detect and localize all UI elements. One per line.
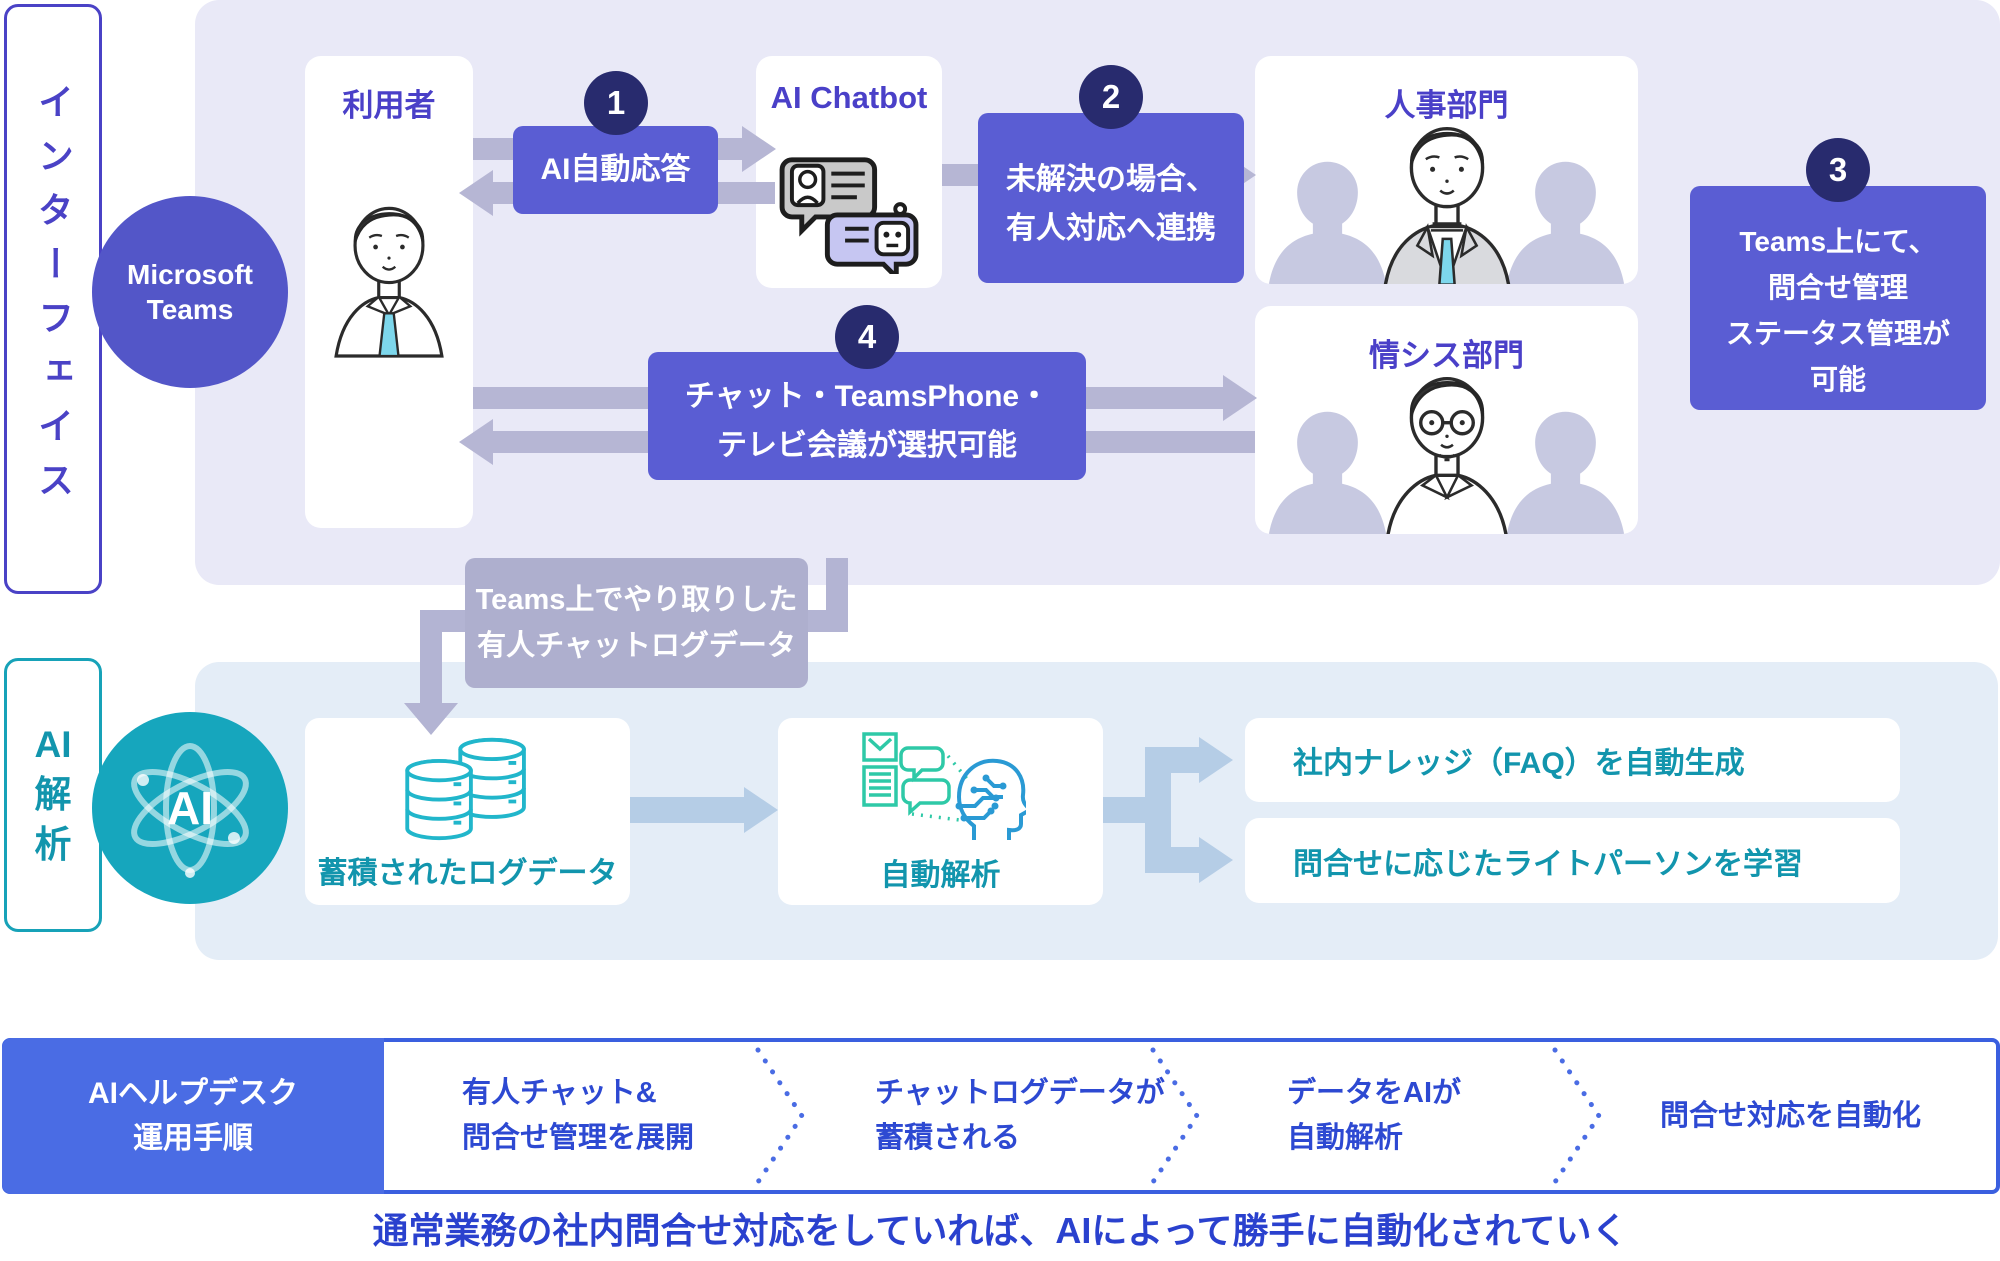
it-card-title: 情シス部門 [1369, 338, 1524, 373]
arrow-user-to-chatbot-head [742, 126, 776, 172]
dotted-chevron-icon [1552, 1047, 1603, 1185]
process-step-3: チャットログデータが 蓄積される [875, 1077, 1165, 1154]
faq-output-card: 社内ナレッジ（FAQ）を自動生成 [1245, 718, 1900, 802]
process-step-4: データをAIが 自動解析 [1287, 1077, 1462, 1154]
ai-atom-badge: AI [92, 712, 288, 904]
silhouette-icon [1506, 161, 1625, 284]
dotted-chevron-icon [755, 1047, 806, 1185]
ai-section-label: AI 解 析 [4, 658, 102, 932]
ai-section-label-part: AI [34, 724, 72, 766]
log-transfer-line: 有人チャットログデータ [477, 630, 796, 662]
log-data-caption: 蓄積されたログデータ [317, 857, 618, 890]
database-icon [404, 737, 526, 841]
arrow-chatbot-to-user-head [459, 170, 493, 216]
step1-number-badge: 1 [584, 71, 648, 135]
process-step-1-line: AIヘルプデスク [88, 1077, 298, 1110]
step1-box: AI自動応答 [513, 126, 718, 214]
chatbot-icon [779, 157, 919, 274]
analysis-icon [861, 732, 1026, 840]
log-data-card: 蓄積されたログデータ [305, 718, 630, 905]
process-step-1-line: 運用手順 [133, 1122, 253, 1155]
learning-output-card: 問合せに応じたライトパーソンを学習 [1245, 818, 1900, 903]
silhouette-icon [1268, 411, 1387, 534]
step4-box: チャット・TeamsPhone・ テレビ会議が選択可能 [648, 352, 1086, 480]
process-step-2: 有人チャット& 問合せ管理を展開 [462, 1077, 695, 1154]
split-arrow-top-stub [1171, 747, 1199, 773]
process-step-1: AIヘルプデスク 運用手順 [2, 1038, 384, 1194]
atom-icon [131, 743, 249, 878]
step3-number-badge: 3 [1806, 138, 1870, 202]
step3-box: Teams上にて、 問合せ管理 ステータス管理が 可能 [1690, 186, 1986, 410]
split-arrow-vertical [1145, 747, 1171, 873]
log-pipe-left-vertical [420, 610, 442, 705]
it-person-icon [1386, 376, 1508, 534]
step2-line: 未解決の場合、 [1006, 163, 1216, 197]
user-person-icon [334, 206, 444, 358]
step2-line: 有人対応へ連携 [1006, 212, 1216, 245]
arrow-it-to-user-head [459, 419, 493, 465]
user-card-title: 利用者 [342, 88, 436, 123]
step2-number-badge: 2 [1079, 65, 1143, 129]
ai-badge-text: AI [167, 782, 213, 834]
split-arrow-bottom-head [1199, 837, 1233, 883]
step3-line: 問合せ管理 [1767, 272, 1908, 304]
step2-box: 未解決の場合、 有人対応へ連携 [978, 113, 1244, 283]
it-department-card: 情シス部門 [1255, 306, 1638, 534]
hr-card-title: 人事部門 [1384, 88, 1509, 123]
hr-department-card: 人事部門 [1255, 56, 1638, 284]
bottom-caption: 通常業務の社内問合せ対応をしていれば、AIによって勝手に自動化されていく [372, 1210, 1628, 1251]
arrow-log-to-analyze-shaft [630, 797, 744, 823]
split-arrow-top-head [1199, 737, 1233, 783]
step4-number-badge: 4 [835, 305, 899, 369]
step3-line: Teams上にて、 [1739, 226, 1937, 258]
log-transfer-label: Teams上でやり取りした 有人チャットログデータ [465, 558, 808, 688]
teams-badge-line: Teams [146, 294, 234, 325]
process-step-5: 問合せ対応を自動化 [1660, 1099, 1922, 1132]
log-pipe-arrowhead [404, 703, 458, 735]
interface-section-label: インターフェイス [4, 4, 102, 594]
hr-person-icon [1383, 126, 1511, 284]
user-card: 利用者 [305, 56, 473, 528]
step3-line: ステータス管理が [1725, 318, 1950, 349]
step4-line: テレビ会議が選択可能 [717, 429, 1017, 462]
silhouette-icon [1506, 411, 1625, 534]
step3-line: 可能 [1809, 363, 1866, 395]
chatbot-card-title: AI Chatbot [770, 80, 928, 115]
auto-analysis-card: 自動解析 [778, 718, 1103, 905]
interface-section-label-text: インターフェイス [33, 83, 74, 515]
process-bar: AIヘルプデスク 運用手順 有人チャット& 問合せ管理を展開 チャットログデータ… [2, 1038, 2000, 1194]
faq-output-caption: 社内ナレッジ（FAQ）を自動生成 [1293, 747, 1745, 780]
ai-section-label-part: 解 [34, 774, 72, 816]
teams-badge-line: Microsoft [127, 259, 253, 290]
log-pipe-right-horizontal [800, 610, 848, 632]
auto-analysis-caption: 自動解析 [880, 859, 1001, 892]
step4-line: チャット・TeamsPhone・ [684, 380, 1050, 414]
chatbot-card: AI Chatbot [756, 56, 942, 288]
arrow-user-to-it-head [1223, 375, 1257, 421]
log-transfer-line: Teams上でやり取りした [475, 583, 798, 616]
microsoft-teams-badge: Microsoft Teams [92, 196, 288, 388]
split-arrow-bottom-stub [1171, 847, 1199, 873]
dotted-chevron-icon [1150, 1047, 1201, 1185]
ai-section-label-part: 析 [34, 823, 72, 865]
step1-label: AI自動応答 [540, 152, 691, 186]
arrow-log-to-analyze-head [744, 787, 778, 833]
learning-output-caption: 問合せに応じたライトパーソンを学習 [1293, 847, 1803, 881]
silhouette-icon [1268, 161, 1387, 284]
